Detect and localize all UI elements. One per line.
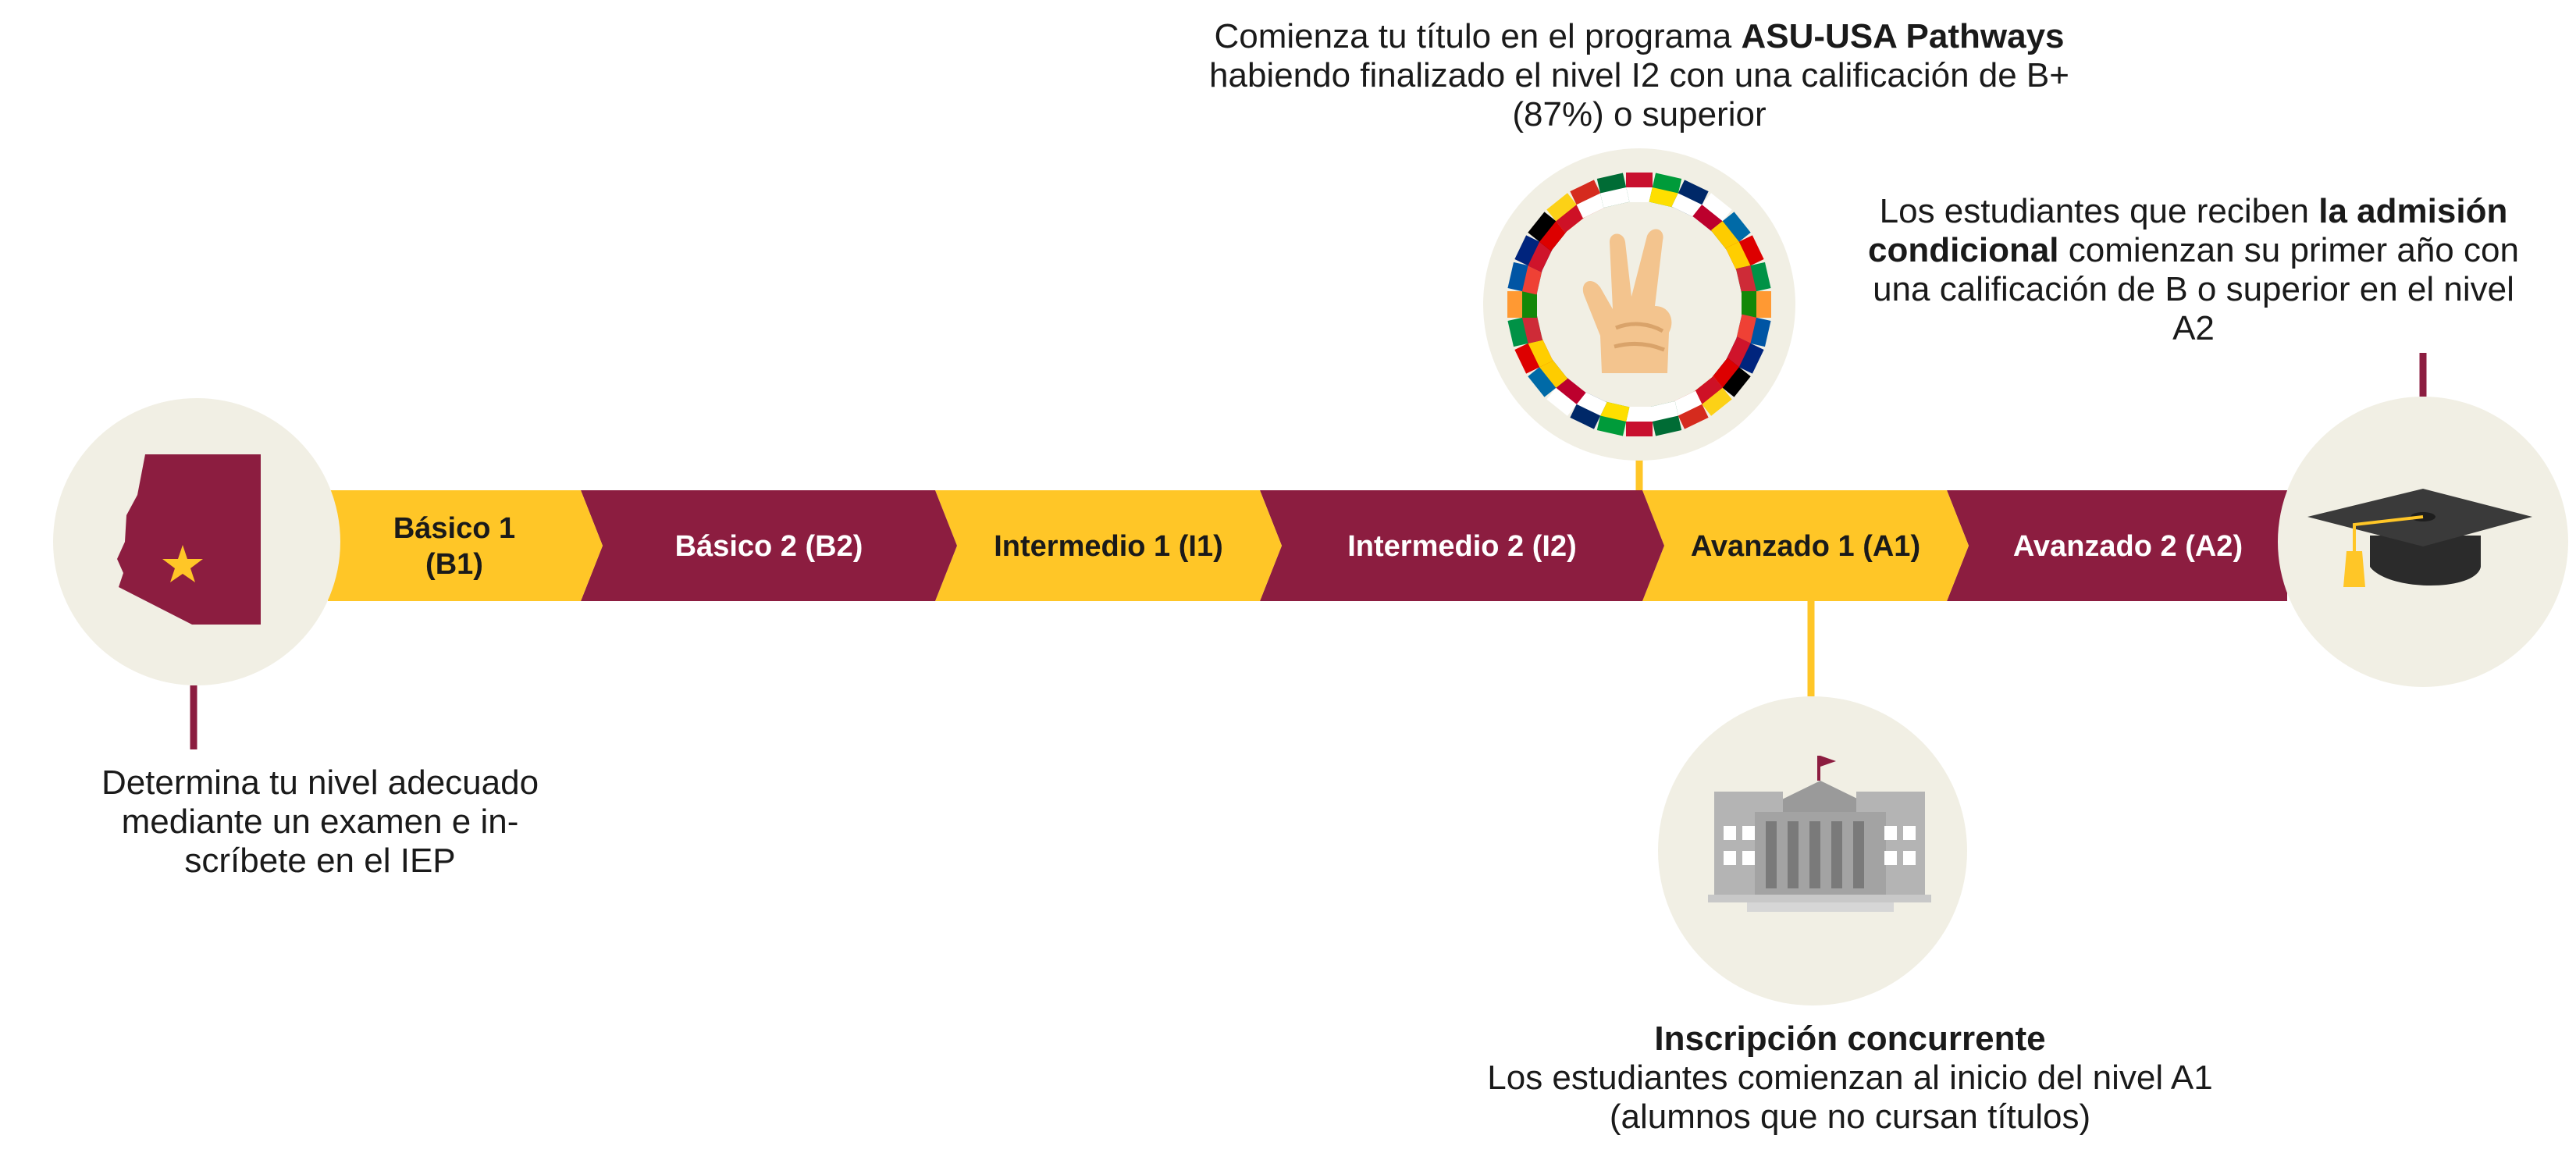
pathways-node [1483, 148, 1795, 461]
placement-line-2: mediante un examen e in- [121, 803, 519, 841]
conditional-line-3: una calificación de B o superior en el n… [1873, 270, 2514, 308]
university-building-icon [1708, 756, 1931, 912]
graduation-cap-icon [2307, 489, 2532, 587]
flag-15 [1626, 407, 1653, 436]
flag-22 [1507, 291, 1537, 318]
flag-20 [1514, 336, 1553, 374]
level-label-1: Básico 1(B1) [393, 512, 515, 581]
concurrent-line-2: Los estudiantes comienzan al inicio del … [1487, 1059, 2213, 1097]
concurrent-line-3: (alumnos que no cursan títulos) [1609, 1098, 2091, 1136]
flag-26 [1546, 193, 1586, 233]
arizona-state-map-icon [117, 454, 261, 625]
level-label-4: Intermedio 2 (I2) [1347, 530, 1577, 563]
conditional-line-1-prefix: Los estudiantes que reciben [1879, 192, 2319, 230]
graduation-node [2278, 397, 2568, 687]
concurrent-node [1658, 696, 1967, 1005]
level-segment-5 [1642, 490, 1969, 601]
flag-25 [1528, 212, 1568, 251]
start-node [53, 398, 340, 685]
flag-1 [1626, 173, 1653, 202]
level-segment-4 [1260, 490, 1664, 601]
level-label-5: Avanzado 1 (A1) [1691, 530, 1920, 563]
flag-16 [1596, 400, 1630, 436]
flag-27 [1570, 180, 1607, 219]
pathways-line-1-prefix: Comienza tu título en el programa [1214, 17, 1742, 55]
placement-line-1: Determina tu nivel adecuado [101, 763, 539, 802]
flag-2 [1649, 173, 1682, 208]
flag-8 [1742, 291, 1771, 318]
conditional-bold: condicional [1868, 231, 2059, 269]
level-segment-1 [328, 490, 603, 601]
concurrent-caption: Inscripción concurrente Los estudiantes … [1421, 1020, 2279, 1137]
level-segment-2 [581, 490, 957, 601]
flag-14 [1649, 400, 1682, 436]
level-label-3: Intermedio 1 (I1) [994, 530, 1223, 563]
flag-7 [1735, 262, 1771, 295]
flag-4 [1692, 193, 1732, 233]
pathways-program-name: ASU-USA Pathways [1741, 17, 2065, 55]
conditional-line-4: A2 [2172, 309, 2215, 347]
conditional-line-2-suffix: comienzan su primer año con [2058, 231, 2519, 269]
level-segment-6 [1947, 490, 2287, 601]
flag-13 [1671, 390, 1709, 429]
level-timeline: Básico 1(B1) Básico 2 (B2) Intermedio 1 (I… [328, 490, 2287, 601]
level-label-6: Avanzado 2 (A2) [2013, 530, 2243, 563]
flag-11 [1710, 358, 1751, 397]
level-segment-3 [935, 490, 1282, 601]
placement-caption: Determina tu nivel adecuado mediante un … [47, 763, 593, 881]
flag-21 [1507, 314, 1543, 347]
flag-19 [1528, 358, 1568, 397]
flag-28 [1596, 173, 1630, 208]
flag-5 [1710, 212, 1751, 251]
flag-6 [1725, 235, 1764, 272]
level-label-2: Básico 2 (B2) [675, 530, 863, 563]
conditional-caption: Los estudiantes que reciben la admisión … [1819, 192, 2568, 348]
flag-9 [1735, 314, 1771, 347]
victory-hand-flags-icon [1582, 229, 1672, 373]
conditional-admission-bold: la admisión [2318, 192, 2508, 230]
world-flags-ring [1507, 173, 1771, 436]
pathways-caption: Comienza tu título en el programa ASU-US… [1171, 17, 2108, 134]
pathways-line-2: habiendo finalizado el nivel I2 con una … [1209, 56, 2069, 94]
placement-line-3: scríbete en el IEP [184, 842, 456, 880]
flag-23 [1507, 262, 1543, 295]
flag-12 [1692, 376, 1732, 416]
pathways-line-3: (87%) o superior [1512, 95, 1767, 133]
flag-18 [1546, 376, 1586, 416]
concurrent-title: Inscripción concurrente [1654, 1020, 2046, 1058]
